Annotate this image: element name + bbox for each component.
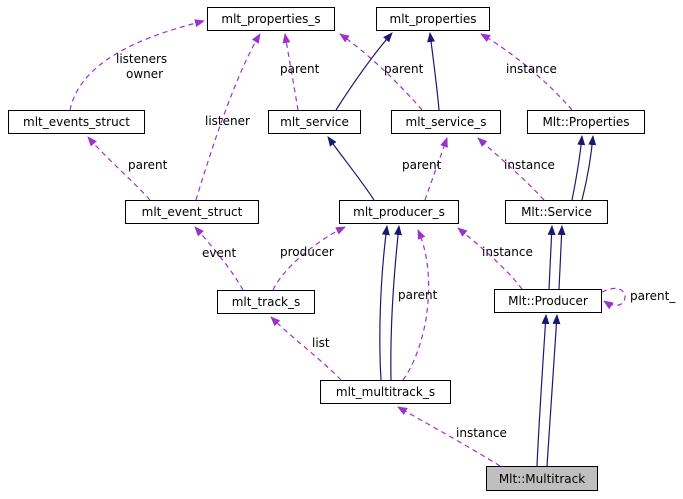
inheritance-edge-mltproducer-to-mltservice-2 — [557, 225, 566, 290]
inheritance-edge-mltmultitrack-to-mltproducer-1 — [536, 314, 550, 467]
edge-label-producer: producer — [280, 245, 334, 259]
edge-label-owner: owner — [126, 67, 164, 81]
edge-label-parent-event-struct: parent — [128, 158, 168, 172]
edge-label-instance-producer: instance — [482, 245, 533, 259]
node-mlt-multitrack-s[interactable]: mlt_multitrack_s — [320, 380, 451, 404]
usage-edge-parent-self-loop — [601, 287, 626, 310]
inheritance-edge-producer-s-to-service — [327, 136, 375, 201]
node-mlt-track-s[interactable]: mlt_track_s — [217, 290, 315, 314]
node-mlt-cpp-properties[interactable]: Mlt::Properties — [527, 110, 645, 134]
node-mlt-events-struct[interactable]: mlt_events_struct — [8, 110, 145, 134]
edge-label-list: list — [312, 336, 330, 350]
inheritance-edge-service-to-properties — [335, 32, 393, 111]
inheritance-edge-mltproducer-to-mltservice-1 — [547, 225, 556, 290]
node-mlt-service[interactable]: mlt_service — [268, 110, 361, 134]
node-mlt-producer-s[interactable]: mlt_producer_s — [339, 200, 459, 224]
usage-edge-service-parent — [282, 33, 299, 111]
node-mlt-event-struct[interactable]: mlt_event_struct — [125, 200, 259, 224]
inheritance-edge-multitrack-s-to-producer-s-2 — [390, 225, 403, 381]
edge-label-parent-service: parent — [280, 62, 320, 76]
edge-label-listeners: listeners — [116, 52, 168, 66]
edge-label-parent-service-s: parent — [384, 62, 424, 76]
inheritance-edge-mltservice-to-mltproperties-1 — [571, 135, 586, 201]
node-mlt-properties[interactable]: mlt_properties — [376, 7, 490, 31]
usage-edge-list — [270, 316, 342, 381]
usage-edge-multitrack-instance — [397, 406, 501, 467]
inheritance-edge-multitrack-s-to-producer-s-1 — [379, 225, 390, 381]
node-mlt-cpp-multitrack: Mlt::Multitrack — [486, 466, 598, 491]
inheritance-edge-mltmultitrack-to-mltproducer-2 — [546, 314, 561, 467]
inheritance-edge-service-s-to-properties — [427, 32, 440, 111]
edge-label-instance-multitrack: instance — [456, 426, 507, 440]
edge-label-listener: listener — [205, 114, 250, 128]
edge-label-parent-multitrack-s: parent — [398, 288, 438, 302]
node-mlt-cpp-service[interactable]: Mlt::Service — [505, 200, 608, 224]
edge-label-event: event — [202, 246, 237, 260]
node-mlt-service-s[interactable]: mlt_service_s — [391, 110, 501, 134]
usage-edge-event — [194, 226, 244, 291]
node-mlt-cpp-producer[interactable]: Mlt::Producer — [494, 289, 602, 313]
usage-edge-service-instance — [477, 137, 545, 201]
node-mlt-properties-s[interactable]: mlt_properties_s — [207, 7, 335, 31]
inheritance-edge-mltservice-to-mltproperties-2 — [581, 135, 597, 201]
usage-edge-properties-instance — [480, 33, 573, 111]
edge-label-instance-properties: instance — [506, 62, 557, 76]
edge-label-instance-service: instance — [504, 158, 555, 172]
usage-edge-service-s-parent — [339, 33, 423, 111]
usage-edge-multitrack-s-parent — [402, 229, 430, 381]
usage-edge-events-to-properties-s — [69, 19, 205, 111]
edge-label-parent-producer-s: parent — [402, 158, 442, 172]
edge-label-parent-self: parent_ — [630, 289, 676, 303]
